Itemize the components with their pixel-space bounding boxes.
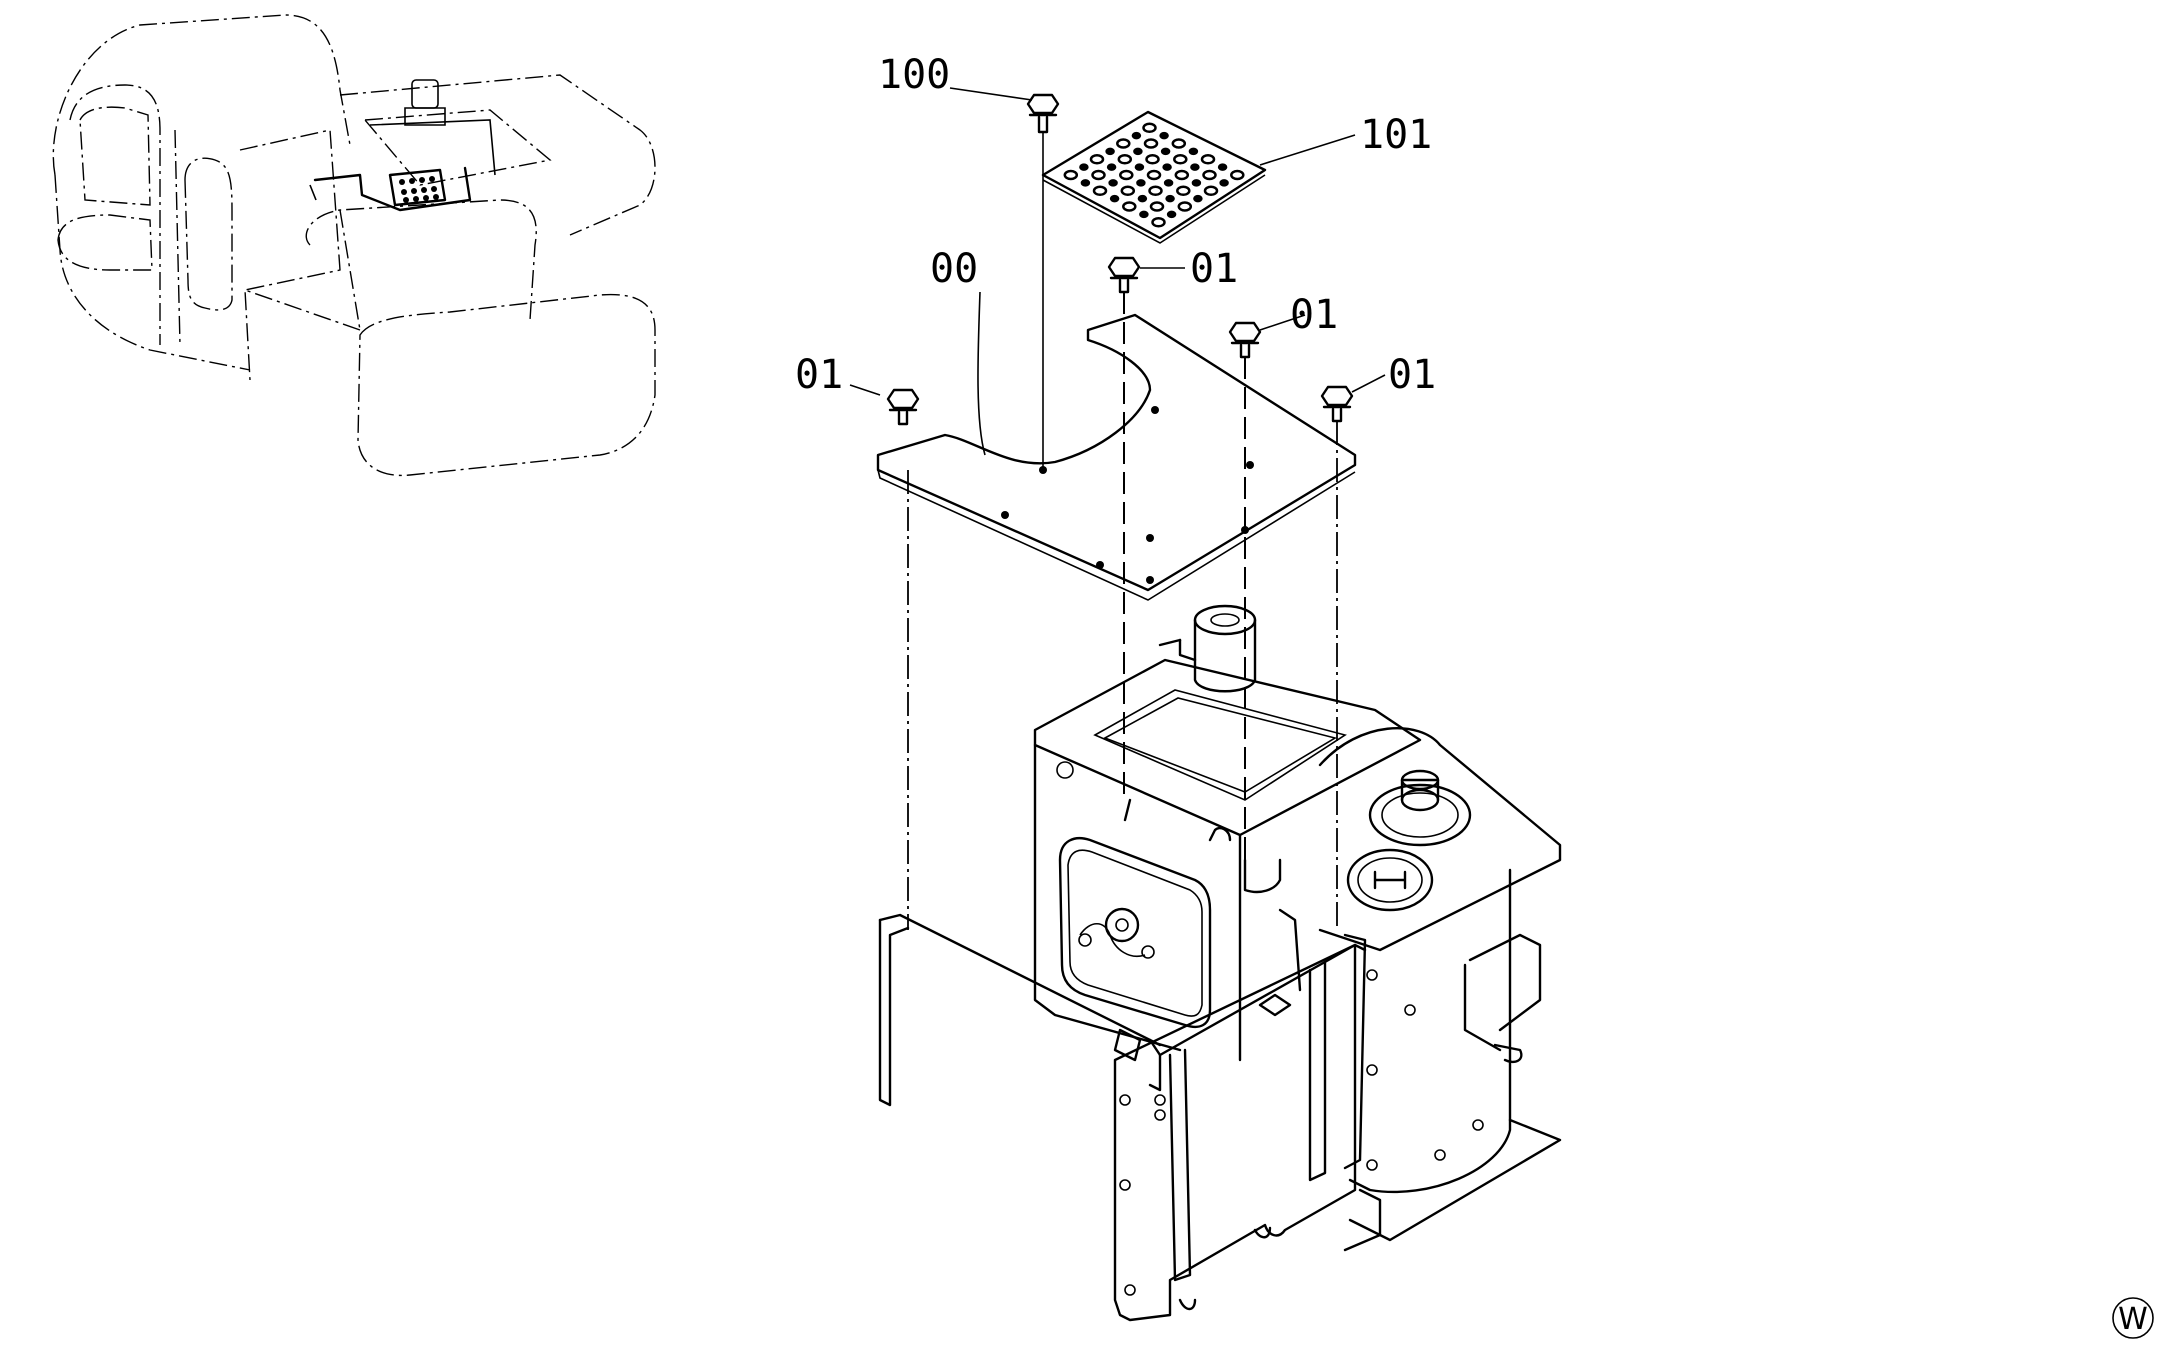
grating-hole (1139, 210, 1149, 219)
grating-hole (1230, 169, 1245, 181)
grating-hole (1109, 194, 1120, 203)
grating-hole (1200, 154, 1216, 165)
callout-leaders (849, 87, 1386, 456)
grating-hole (1143, 138, 1159, 149)
grating-hole (1108, 179, 1118, 187)
corner-mark-letter: W (2118, 1302, 2148, 1337)
grating-hole (1166, 210, 1177, 219)
cover-plate (876, 313, 1357, 601)
callout-labels: 100 101 00 01 01 01 01 (795, 52, 1436, 398)
grating-hole (1190, 163, 1200, 171)
grating-hole (1142, 122, 1157, 134)
grating-hole (1137, 194, 1148, 203)
machine-locator-view (52, 14, 656, 477)
bolt-01-center (1107, 256, 1141, 294)
grating-hole (1091, 169, 1106, 181)
grating-hole (1188, 147, 1199, 156)
grating-hole (1106, 163, 1117, 171)
grating-hole (1092, 185, 1108, 197)
bolt-01-far-right (1320, 385, 1354, 423)
grating-hole (1136, 179, 1146, 187)
grating-hole (1063, 169, 1079, 181)
grating-hole (1173, 154, 1188, 165)
alignment-lines (907, 292, 1338, 930)
panel-bolts (1119, 969, 1378, 1296)
callout-01-far-right: 01 (1388, 352, 1436, 398)
grating-hole (1105, 147, 1115, 156)
grating-hole (1080, 179, 1091, 187)
grating-hole (1149, 201, 1165, 212)
grating-hole (1133, 147, 1143, 156)
grating-hole (1162, 163, 1172, 171)
callout-100: 100 (878, 52, 950, 98)
bolt-01-left (886, 388, 920, 426)
grating-hole (1151, 217, 1166, 228)
callout-101: 101 (1360, 112, 1432, 158)
grating-hole (1131, 131, 1142, 140)
grating-holes (1063, 122, 1245, 228)
cover-holes (1001, 406, 1254, 584)
grating-hole (1171, 138, 1187, 149)
grating-hole (1134, 163, 1145, 171)
grating-hole (1217, 163, 1228, 171)
hydraulic-tank (1033, 604, 1562, 1242)
grating-hole (1165, 194, 1175, 203)
grating-hole (1163, 179, 1174, 187)
bolt-01-right (1228, 321, 1262, 359)
corner-mark: W (2112, 1297, 2154, 1339)
callout-01-center: 01 (1190, 246, 1238, 292)
grating-hole (1191, 179, 1202, 187)
grating-hole (1193, 194, 1203, 203)
grating-hole (1177, 201, 1193, 212)
grating-hole (1176, 185, 1191, 197)
grating-plate (1041, 110, 1267, 244)
grating-hole (1145, 154, 1160, 165)
locator-grating-dots (399, 176, 439, 203)
grating-hole (1159, 131, 1169, 140)
callout-01-right: 01 (1290, 292, 1338, 338)
grating-hole (1203, 185, 1219, 197)
grating-hole (1116, 138, 1131, 149)
bolt-100 (1026, 93, 1060, 470)
grating-hole (1122, 201, 1137, 212)
grating-hole (1117, 154, 1133, 165)
grating-hole (1079, 163, 1089, 171)
grating-hole (1119, 169, 1134, 181)
callout-00: 00 (930, 246, 978, 292)
grating-hole (1089, 154, 1105, 165)
callout-01-left: 01 (795, 352, 843, 398)
grating-hole (1174, 169, 1190, 181)
support-frame (878, 913, 1382, 1322)
grating-hole (1160, 147, 1171, 156)
grating-hole (1148, 185, 1163, 197)
grating-hole (1219, 179, 1229, 187)
grating-hole (1202, 169, 1217, 181)
grating-hole (1120, 185, 1136, 197)
grating-hole (1146, 169, 1162, 181)
